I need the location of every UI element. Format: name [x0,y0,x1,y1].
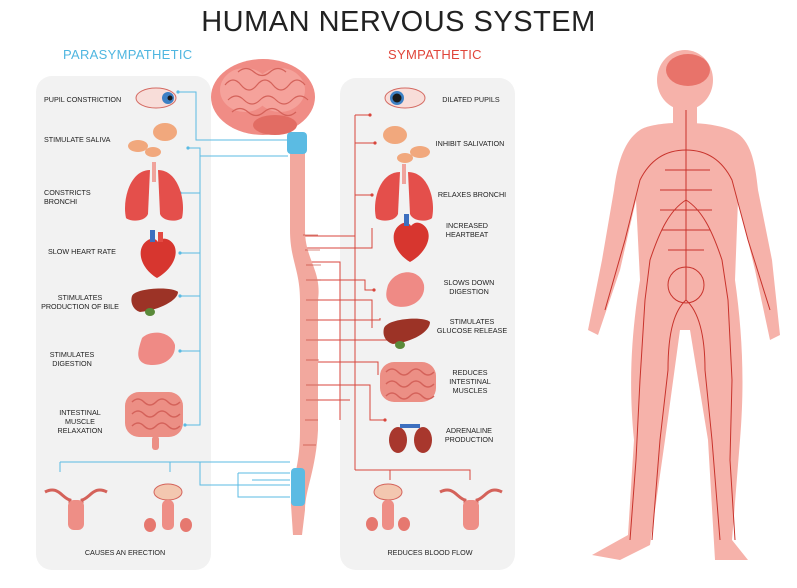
parasympathetic-label-digestion: STIMULATES DIGESTION [49,350,95,368]
lungs-icon [375,164,433,221]
male-reproductive-icon [144,483,192,532]
parasympathetic-connectors [59,91,290,498]
sympathetic-bottom-label: REDUCES BLOOD FLOW [387,548,473,557]
sympathetic-organs [366,87,503,531]
stomach-icon [138,332,176,366]
page-title: HUMAN NERVOUS SYSTEM [201,6,596,38]
parasympathetic-panel [36,76,211,570]
parasympathetic-organs [44,87,192,532]
uterus-icon [44,488,108,530]
parasympathetic-label-bile: STIMULATES PRODUCTION OF BILE [41,293,119,311]
parasympathetic-label-intestinal: INTESTINAL MUSCLE RELAXATION [57,408,103,435]
sympathetic-heading: SYMPATHETIC [388,47,482,62]
sympathetic-label-salivation: INHIBIT SALIVATION [435,139,505,148]
human-body-figure [588,50,780,560]
parasympathetic-label-saliva: STIMULATE SALIVA [44,135,111,144]
male-reproductive-icon [366,483,410,531]
stomach-icon [386,272,425,307]
uterus-icon [439,488,503,530]
intestine-icon [125,392,183,450]
heart-icon [393,214,429,262]
liver-icon [131,288,178,316]
sympathetic-label-pupils: DILATED PUPILS [442,95,500,104]
parasympathetic-label-bronchi: CONSTRICTS BRONCHI [44,188,91,206]
parasympathetic-bottom-label: CAUSES AN ERECTION [84,548,166,557]
sympathetic-connectors [300,114,471,480]
sympathetic-label-adrenaline: ADRENALINE PRODUCTION [444,426,494,444]
sympathetic-label-glucose: STIMULATES GLUCOSE RELEASE [436,317,508,335]
eye-icon [384,87,426,109]
sympathetic-label-heartbeat: INCREASED HEARTBEAT [445,221,489,239]
brain-icon [211,59,315,135]
heart-icon [140,230,176,278]
liver-icon [383,318,430,349]
parasympathetic-nodes [176,90,190,427]
parasympathetic-heading: PARASYMPATHETIC [63,47,193,62]
salivary-gland-icon [383,126,430,163]
sympathetic-label-intestinal: REDUCES INTESTINAL MUSCLES [449,368,491,395]
intestine-icon [380,362,436,402]
sympathetic-label-bronchi: RELAXES BRONCHI [437,190,507,199]
salivary-gland-icon [128,123,177,157]
spinal-cord [287,132,321,535]
parasympathetic-label-heart: SLOW HEART RATE [48,247,116,256]
lungs-icon [125,162,183,221]
eye-icon [135,87,177,109]
parasympathetic-label-pupil: PUPIL CONSTRICTION [44,95,122,104]
kidney-icon [389,424,432,453]
sympathetic-label-digestion: SLOWS DOWN DIGESTION [443,278,495,296]
